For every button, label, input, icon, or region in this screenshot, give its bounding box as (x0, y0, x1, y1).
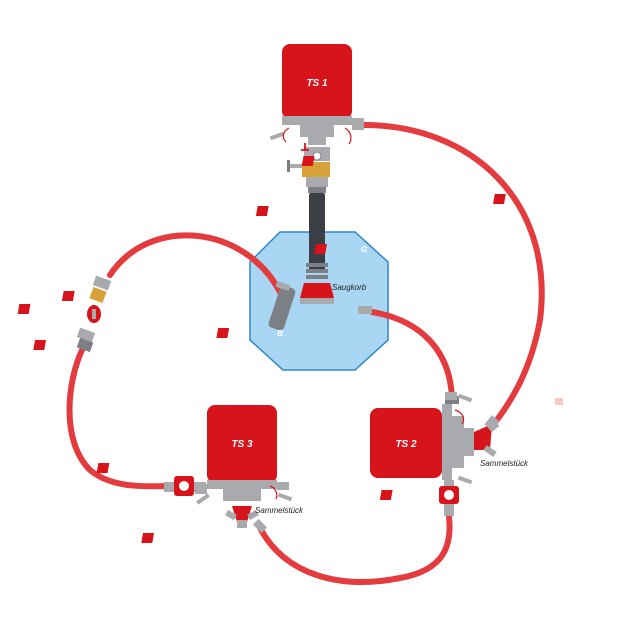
tag-d: D (61, 291, 122, 301)
hose-suction-to-ts2 (369, 309, 455, 401)
tag-g: G (314, 244, 367, 254)
svg-text:H: H (531, 195, 537, 204)
coupling-h-ts2 (484, 415, 500, 431)
hose-ts3-to-ts2 (257, 513, 453, 585)
svg-text:E: E (469, 491, 475, 500)
tag-a-left: A (33, 340, 102, 350)
svg-text:I: I (76, 305, 79, 314)
faint-marker (555, 398, 563, 405)
collector-ts3 (225, 506, 268, 534)
valve-e-ts3 (164, 476, 206, 496)
valve-e-ts2 (439, 480, 459, 516)
svg-text:TS 1: TS 1 (306, 78, 328, 89)
coupling-ts2-in (445, 392, 457, 400)
pump-ts3: TS 3 (195, 405, 293, 505)
sammelstueck-ts2-label: Sammelstück (480, 459, 529, 468)
suction-hose (306, 193, 328, 279)
sammelstueck-ts3-label: Sammelstück (255, 506, 304, 515)
tag-c: C (301, 156, 338, 166)
strainer-ts2-hose (358, 306, 372, 314)
pump-ts1: TS 1 (269, 44, 364, 145)
tag-a-ts2: A (406, 411, 488, 421)
coupling-left (76, 275, 112, 353)
pump-ts2: TS 2 (370, 393, 474, 485)
tag-i: I (17, 304, 79, 314)
valve-icon (301, 143, 309, 151)
tag-b: B (216, 328, 283, 338)
svg-text:D: D (116, 292, 122, 301)
saugkorb-label: Saugkorb (332, 283, 367, 292)
hose-ts3-suction (107, 232, 283, 295)
coupling-icon (352, 118, 364, 130)
svg-text:G: G (361, 245, 367, 254)
tag-a-ts3: A (141, 533, 244, 543)
svg-text:TS 3: TS 3 (231, 439, 253, 450)
strainer-icon (300, 283, 334, 304)
hose-left-to-ts3 (66, 347, 171, 490)
suction-coupling-ts1 (287, 143, 330, 193)
tag-f: F (255, 206, 302, 216)
coupling-b (268, 280, 296, 331)
svg-text:A: A (237, 534, 244, 543)
svg-text:E: E (182, 464, 188, 473)
svg-text:TS 2: TS 2 (395, 439, 417, 450)
tag-e-ts3: E (96, 463, 188, 473)
svg-text:C: C (332, 157, 338, 166)
svg-text:F: F (296, 207, 302, 216)
tag-e-ts2: E (379, 490, 475, 500)
hose-h-ts1-to-ts2 (361, 122, 545, 427)
svg-text:B: B (277, 329, 283, 338)
svg-text:A: A (95, 341, 102, 350)
tag-h: H (493, 194, 537, 204)
svg-text:A: A (481, 412, 488, 421)
